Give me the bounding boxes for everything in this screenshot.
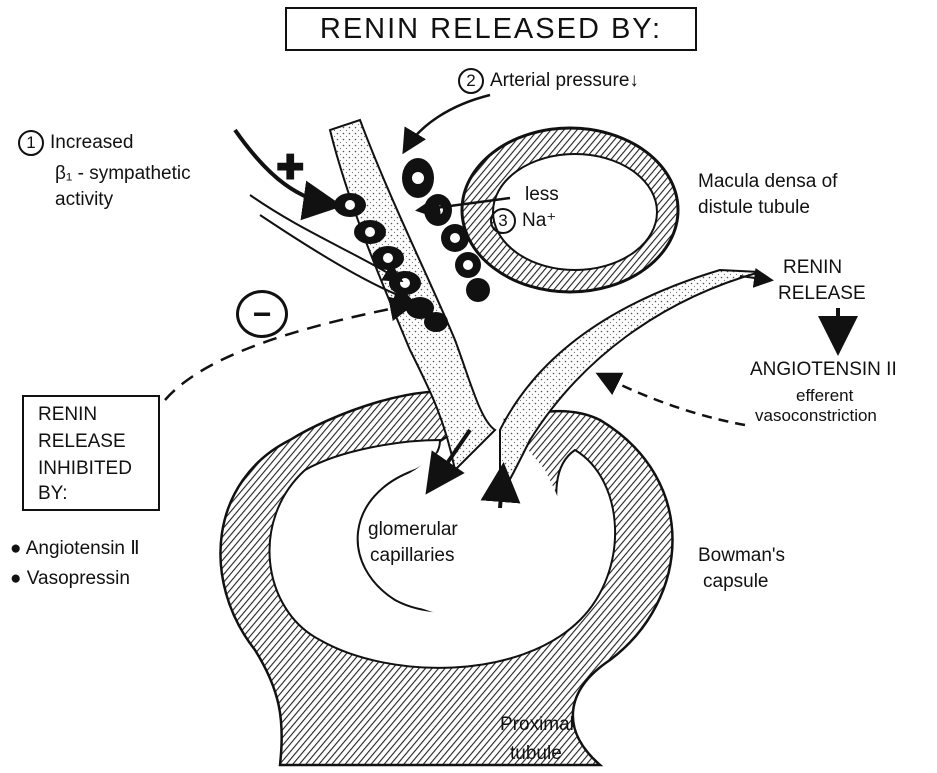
factor-1-line3: activity bbox=[55, 188, 113, 211]
minus-circle: − bbox=[236, 290, 288, 338]
factor-3-line2: Na⁺ bbox=[522, 210, 556, 231]
angiotensin-dashed-arrow bbox=[600, 375, 745, 425]
arterial-pressure-arrow bbox=[405, 95, 490, 150]
factor-2-label: 2 Arterial pressure↓ bbox=[458, 68, 639, 94]
angiotensin-line1: ANGIOTENSIN II bbox=[750, 358, 897, 381]
renin-release-line1: RENIN bbox=[783, 256, 842, 279]
factor-2-text: Arterial pressure↓ bbox=[490, 70, 639, 91]
glomerular-line2: capillaries bbox=[370, 544, 454, 567]
inhibited-line3: INHIBITED bbox=[38, 457, 158, 480]
inhibitor-angiotensin: ● Angiotensin Ⅱ bbox=[10, 537, 140, 560]
bowman-line1: Bowman's bbox=[698, 544, 785, 567]
factor-3-line1: less bbox=[525, 183, 559, 206]
inhibited-line4: BY: bbox=[38, 482, 158, 505]
plus-sign: ✚ bbox=[276, 148, 305, 188]
inhibited-line2: RELEASE bbox=[38, 430, 158, 453]
proximal-line2: tubule bbox=[510, 742, 562, 765]
factor-1-line1: Increased bbox=[50, 132, 133, 153]
factor-1-line2: β₁ - sympathetic bbox=[55, 162, 191, 185]
inhibitor-vasopressin: ● Vasopressin bbox=[10, 567, 130, 590]
title-box: RENIN RELEASED BY: bbox=[285, 7, 697, 51]
inhibited-line1: RENIN bbox=[38, 403, 158, 426]
bowman-line2: capsule bbox=[703, 570, 769, 593]
macula-densa-line1: Macula densa of bbox=[698, 170, 837, 193]
factor-1-label: 1 Increased bbox=[18, 130, 133, 156]
factor-3-number: 3 bbox=[490, 208, 516, 234]
renin-release-line2: RELEASE bbox=[778, 282, 866, 305]
minus-sign: − bbox=[253, 296, 272, 333]
factor-2-number: 2 bbox=[458, 68, 484, 94]
macula-densa-line2: distule tubule bbox=[698, 196, 810, 219]
glomerular-line1: glomerular bbox=[368, 518, 458, 541]
proximal-line1: Proximal bbox=[500, 713, 574, 736]
angiotensin-line3: vasoconstriction bbox=[755, 404, 877, 427]
factor-1-number: 1 bbox=[18, 130, 44, 156]
factor-3-label: 3 Na⁺ bbox=[490, 208, 556, 234]
title: RENIN RELEASED BY: bbox=[320, 13, 662, 46]
inhibition-dashed-line bbox=[165, 305, 410, 400]
inhibited-box: RENIN RELEASE INHIBITED BY: bbox=[22, 395, 160, 511]
